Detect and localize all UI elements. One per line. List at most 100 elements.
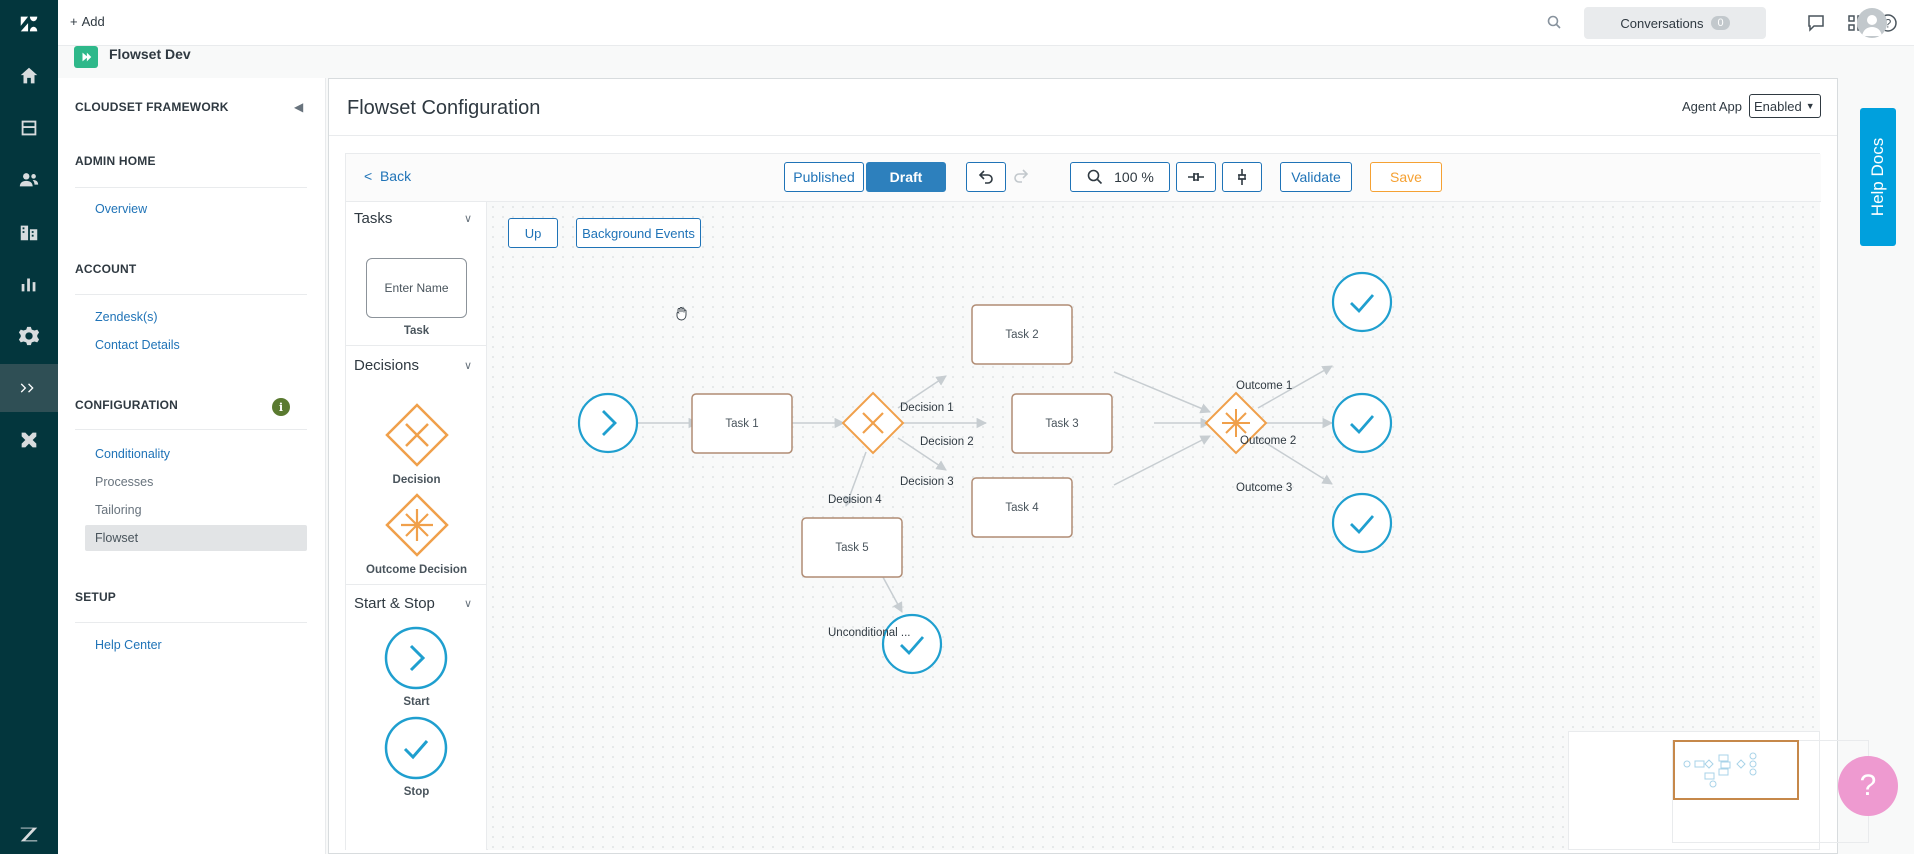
- editor-toolbar: < Back Published Draft 100 % Validate Sa…: [346, 154, 1821, 202]
- sidebar-item-tailoring[interactable]: Tailoring: [95, 503, 142, 517]
- task-label: Task 3: [1045, 418, 1078, 430]
- palette-decision-node-icon[interactable]: [384, 402, 450, 468]
- palette-outcome-decision-node-icon[interactable]: [384, 492, 450, 558]
- validate-button[interactable]: Validate: [1280, 162, 1352, 192]
- task-node[interactable]: Task 2: [971, 304, 1073, 365]
- stop-node[interactable]: [1331, 271, 1393, 333]
- edge-task4-outcome[interactable]: [1113, 435, 1211, 486]
- flowset-logo-icon: [74, 46, 98, 68]
- chevron-down-icon[interactable]: ∨: [464, 213, 473, 225]
- top-header: + Add Conversations 0 ?: [58, 0, 1914, 46]
- node-palette: Tasks ∨ Enter Name Task Decisions ∨ Deci…: [346, 202, 487, 850]
- published-button[interactable]: Published: [784, 162, 864, 192]
- palette-task-label: Task: [403, 325, 430, 337]
- task-label: Task 4: [1005, 502, 1039, 514]
- conversations-button[interactable]: Conversations 0: [1584, 7, 1766, 39]
- grab-cursor-icon: [676, 307, 687, 321]
- sidebar-item-conditionality[interactable]: Conditionality: [95, 447, 171, 461]
- edge-label-unconditional: Unconditional ...: [828, 627, 910, 639]
- draft-button[interactable]: Draft: [866, 162, 946, 192]
- plus-icon: +: [70, 14, 78, 29]
- reporting-icon[interactable]: [17, 272, 41, 296]
- palette-startstop-heading: Start & Stop: [354, 595, 435, 612]
- palette-stop-node-icon[interactable]: [384, 716, 448, 780]
- edge-decision1[interactable]: [897, 375, 947, 409]
- task-node[interactable]: Task 4: [971, 477, 1073, 538]
- palette-tasks-heading: Tasks: [354, 210, 393, 227]
- edge-decision4[interactable]: [844, 451, 867, 507]
- horizontal-layout-button[interactable]: [1176, 162, 1216, 192]
- chevron-down-icon[interactable]: ∨: [464, 598, 473, 610]
- customers-icon[interactable]: [17, 168, 41, 192]
- stop-node[interactable]: [881, 613, 943, 675]
- decision-node[interactable]: [841, 391, 905, 455]
- sidebar-item-flowset[interactable]: Flowset: [95, 531, 139, 545]
- edge-outcome1[interactable]: [1257, 365, 1333, 409]
- nav-rail: [0, 0, 58, 854]
- edge-task2-outcome[interactable]: [1113, 371, 1211, 414]
- flow-diagram: Task 1 Task 2 Task 3 Task 4 Task 5: [577, 271, 1393, 675]
- palette-stop-label: Stop: [403, 786, 430, 798]
- palette-decisions-heading: Decisions: [354, 357, 420, 374]
- sidebar-section-configuration: CONFIGURATION: [75, 398, 179, 412]
- flow-canvas[interactable]: Up Background Events: [488, 202, 1869, 850]
- search-icon[interactable]: [1546, 14, 1562, 30]
- organizations-icon[interactable]: [17, 220, 41, 244]
- background-events-button[interactable]: Background Events: [576, 218, 701, 248]
- divider: [75, 294, 307, 295]
- edge-outcome3[interactable]: [1257, 437, 1333, 485]
- palette-start-node-icon[interactable]: [384, 626, 448, 690]
- save-button[interactable]: Save: [1370, 162, 1442, 192]
- agent-app-select[interactable]: Enabled ▼: [1749, 94, 1821, 118]
- minimap[interactable]: [1568, 731, 1869, 850]
- vertical-layout-button[interactable]: [1222, 162, 1262, 192]
- chevron-down-icon[interactable]: ∨: [464, 360, 473, 372]
- sidebar-item-overview[interactable]: Overview: [95, 202, 148, 216]
- rail-active-highlight: [0, 364, 58, 412]
- start-node[interactable]: [577, 392, 639, 454]
- task-node[interactable]: Task 5: [801, 517, 903, 578]
- help-docs-tab[interactable]: Help Docs: [1860, 108, 1896, 246]
- divider: [75, 187, 307, 188]
- edge-decision3[interactable]: [897, 437, 947, 471]
- task-label: Task 2: [1005, 329, 1038, 341]
- page-title: Flowset Configuration: [347, 97, 541, 119]
- chat-icon[interactable]: [1806, 13, 1826, 33]
- undo-button[interactable]: [966, 162, 1006, 192]
- user-avatar[interactable]: [1857, 8, 1887, 38]
- admin-gear-icon[interactable]: [17, 324, 41, 348]
- home-icon[interactable]: [17, 64, 41, 88]
- flow-edges: [631, 365, 1334, 613]
- palette-decision-label: Decision: [392, 474, 441, 486]
- sidebar: CLOUDSET FRAMEWORK ◀ ADMIN HOME Overview…: [58, 78, 326, 854]
- chevron-down-icon: ▼: [1805, 101, 1815, 111]
- info-icon[interactable]: i: [272, 398, 290, 416]
- outcome-decision-node[interactable]: [1204, 391, 1268, 455]
- redo-icon[interactable]: [1012, 167, 1032, 187]
- back-link[interactable]: < Back: [364, 168, 412, 184]
- task-label: Task 1: [725, 418, 758, 430]
- palette-task-node[interactable]: Enter Name: [366, 258, 467, 318]
- sidebar-item-zendesks[interactable]: Zendesk(s): [95, 310, 158, 324]
- stop-node[interactable]: [1331, 392, 1393, 454]
- minimap-focus-frame[interactable]: [1673, 740, 1799, 800]
- zendesk-logo-icon[interactable]: [17, 12, 41, 36]
- zoom-control[interactable]: 100 %: [1070, 162, 1170, 192]
- divider: [346, 584, 487, 585]
- svg-text:?: ?: [1885, 17, 1892, 31]
- sidebar-item-help-center[interactable]: Help Center: [95, 638, 162, 652]
- sidebar-item-contact-details[interactable]: Contact Details: [95, 338, 180, 352]
- views-icon[interactable]: [17, 116, 41, 140]
- flowset-app-icon[interactable]: [17, 376, 41, 400]
- tools-icon[interactable]: [17, 428, 41, 452]
- task-node[interactable]: Task 1: [691, 393, 793, 454]
- undo-icon: [978, 170, 993, 184]
- help-widget-button[interactable]: ?: [1838, 756, 1898, 816]
- task-node[interactable]: Task 3: [1011, 393, 1113, 454]
- sidebar-item-processes[interactable]: Processes: [95, 475, 154, 489]
- stop-node[interactable]: [1331, 492, 1393, 554]
- add-button[interactable]: + Add: [70, 14, 105, 29]
- edge-label-outcome-2: Outcome 2: [1240, 435, 1296, 447]
- up-button[interactable]: Up: [508, 218, 558, 248]
- collapse-sidebar-chevron-icon[interactable]: ◀: [294, 100, 304, 114]
